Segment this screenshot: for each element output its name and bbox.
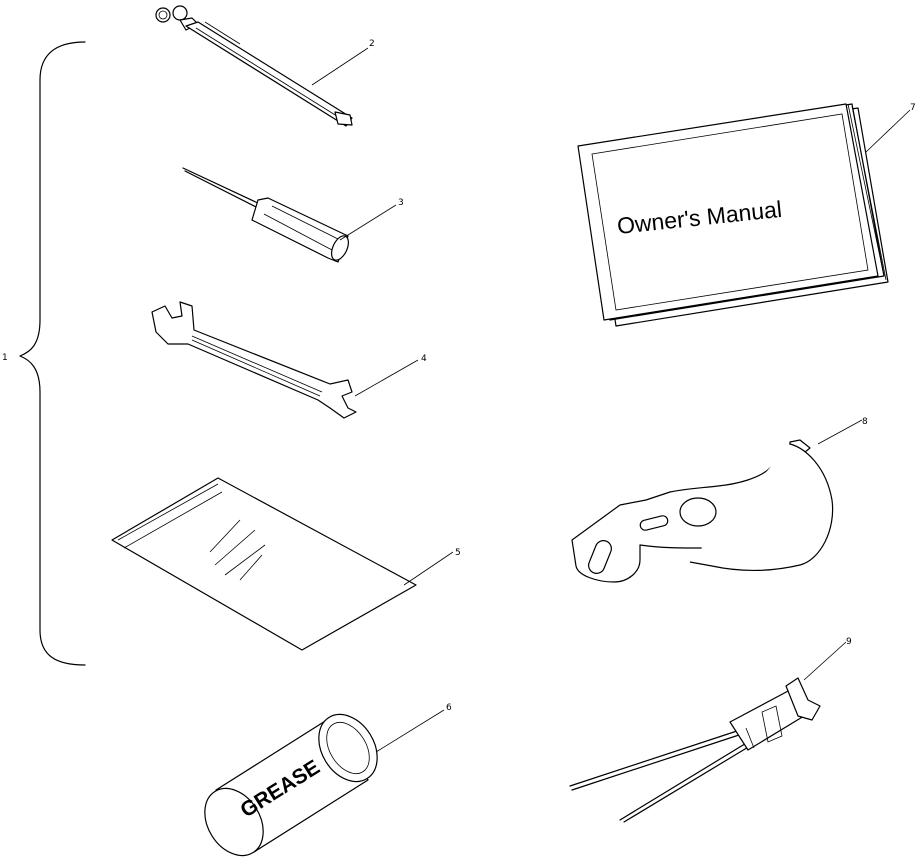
leader-8: [817, 419, 863, 445]
callout-8: 8: [862, 417, 868, 427]
callout-4: 4: [421, 354, 427, 364]
callout-6: 6: [446, 703, 452, 713]
wire-connector: [569, 677, 821, 823]
leader-7: [865, 109, 911, 153]
callout-2: 2: [369, 39, 375, 49]
leader-9: [803, 641, 847, 681]
grease-tube: GREASE: [204, 713, 378, 857]
screwdriver: [182, 167, 349, 263]
group-bracket: [19, 41, 86, 666]
leader-2: [311, 47, 369, 86]
leader-3: [339, 204, 397, 241]
leader-5: [403, 551, 454, 586]
callout-9: 9: [846, 637, 852, 647]
leader-4: [354, 359, 419, 397]
callout-3: 3: [398, 198, 404, 208]
callout-7: 7: [910, 103, 916, 113]
leader-6: [375, 709, 445, 753]
callout-1: 1: [2, 353, 8, 363]
owners-manual: Owner's Manual: [577, 103, 889, 327]
callout-5: 5: [455, 548, 461, 558]
tire-gauge: [155, 5, 353, 127]
wrench: [151, 301, 357, 419]
mounting-bracket: [571, 439, 834, 583]
plastic-bag: [111, 477, 417, 651]
